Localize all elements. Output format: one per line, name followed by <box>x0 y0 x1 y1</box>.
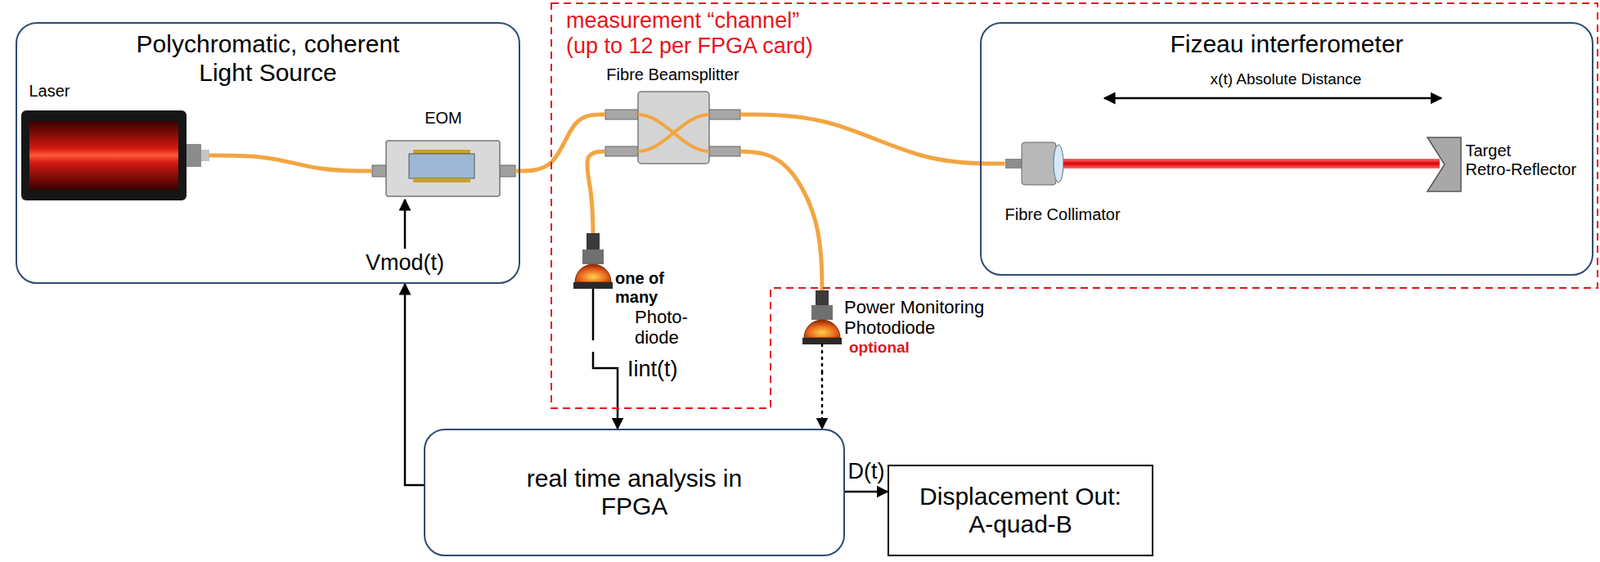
eom-electrode <box>413 149 471 154</box>
optical-fibre <box>740 114 1006 164</box>
signal-wire <box>593 351 618 429</box>
displacement-output-box: Displacement Out: A-quad-B <box>887 464 1154 557</box>
connectors <box>209 114 1006 492</box>
photodiode-connector <box>586 233 600 250</box>
collimator-illustration <box>1005 142 1064 185</box>
signal-wire <box>404 283 424 486</box>
photodiode-neck <box>582 249 604 265</box>
measurement-channel: measurement “channel” (up to 12 per FPGA… <box>551 3 1599 409</box>
node-label: Power Monitoring Photodiode <box>844 296 1000 339</box>
splitter-fibre <box>638 114 710 152</box>
eom-electrode <box>413 178 471 183</box>
node-text-group: Displacement Out: A-quad-B <box>897 482 1144 540</box>
fpga-box: real time analysis in FPGA <box>423 428 845 557</box>
laser-illustration <box>21 110 210 201</box>
node-label: Displacement Out: A-quad-B <box>910 482 1132 540</box>
node-text-group: Fizeau interferometer <box>989 30 1584 59</box>
dashed-region <box>551 3 1598 409</box>
node-label: real time analysis in FPGA <box>512 464 758 522</box>
modulation-wire <box>404 199 407 249</box>
photodiode-base <box>573 282 613 289</box>
eom-housing <box>386 140 500 197</box>
laser-beam <box>1063 158 1440 169</box>
light-source-box: Polychromatic, coherent Light SourceLase… <box>15 22 521 284</box>
fizeau-interferometer-box: Fizeau interferometerFibre Collimator Tar… <box>979 22 1594 276</box>
node-label: Fibre Beamsplitter <box>606 65 739 85</box>
laser: Laser <box>21 81 210 205</box>
node-text-group: measurement “channel” (up to 12 per FPGA… <box>566 8 1599 59</box>
target-retro-reflector: Target Retro-Reflector <box>1423 134 1587 201</box>
signal-label: Iint(t) <box>625 356 680 383</box>
node-text-group: EOM <box>372 108 516 128</box>
photodiode-dome <box>804 319 841 338</box>
node-label: EOM <box>424 108 463 128</box>
channel-outline <box>551 3 1599 409</box>
eom-crystal <box>408 153 475 179</box>
retro-reflector <box>1427 137 1461 192</box>
photodiode-lead <box>592 288 595 341</box>
photodiode: one of manyPhoto- diode <box>572 233 704 352</box>
fibre-beamsplitter: Fibre Beamsplitter <box>605 65 741 168</box>
laser-connector-tip <box>201 149 210 162</box>
collimator-ferrule <box>1005 158 1022 169</box>
node-label: one of many <box>615 269 704 307</box>
node-text-group: Fibre Beamsplitter <box>605 65 741 85</box>
splitter-port <box>605 146 639 157</box>
splitter-port <box>709 109 741 120</box>
node-label: Laser <box>29 81 71 101</box>
photodiode-neck <box>811 305 833 320</box>
collimator-body <box>1021 142 1057 185</box>
photodiode-lead <box>821 344 824 374</box>
node-sublabel: optional <box>849 338 910 357</box>
laser-connector <box>186 143 202 167</box>
photodiode-connector <box>815 290 829 306</box>
beamsplitter-illustration <box>605 91 741 164</box>
distance-arrow <box>1104 97 1442 100</box>
node-text-group: one of manyPhoto- diode <box>615 269 704 349</box>
eom-port <box>499 165 516 177</box>
signal-label: D(t) <box>846 458 887 485</box>
splitter-port <box>709 146 741 157</box>
node-label: Polychromatic, coherent Light Source <box>121 30 416 87</box>
node-text-group: Laser <box>29 81 210 101</box>
signal-wire <box>844 490 888 494</box>
node-label: Fibre Collimator <box>1005 205 1121 225</box>
node-text-group: real time analysis in FPGA <box>433 464 836 522</box>
eom-illustration <box>372 140 516 197</box>
eom-port <box>372 165 387 177</box>
node-label: Target Retro-Reflector <box>1465 141 1586 180</box>
optical-fibre <box>740 151 823 291</box>
eom: EOM <box>372 106 516 199</box>
laser-glow <box>29 121 179 190</box>
laser-housing <box>21 110 187 201</box>
node-text-group: Power Monitoring Photodiodeoptional <box>844 296 1031 356</box>
node-sublabel: Photo- diode <box>634 306 694 349</box>
photodiode-dome <box>575 264 612 283</box>
node-label: measurement “channel” (up to 12 per FPGA… <box>566 8 828 59</box>
splitter-fibre <box>638 114 710 152</box>
node-label: Fizeau interferometer <box>1169 30 1403 59</box>
node-text-group: Polychromatic, coherent Light Source <box>25 30 511 87</box>
splitter-housing <box>638 91 710 164</box>
dimension-label: x(t) Absolute Distance <box>1208 70 1364 89</box>
collimator-lens <box>1053 144 1064 183</box>
optical-fibre <box>515 114 607 171</box>
node-text-group: Target Retro-Reflector <box>1465 141 1587 180</box>
fibre-collimator: Fibre Collimator <box>1005 134 1157 230</box>
optional-signal-wire <box>821 372 824 429</box>
power-photodiode-illustration <box>802 290 842 374</box>
power-monitoring-photodiode: Power Monitoring Photodiodeoptional <box>801 290 1031 373</box>
node-text-group: Fibre Collimator <box>1005 205 1157 225</box>
signal-label: Vmod(t) <box>364 250 446 276</box>
optical-fibre <box>587 151 606 234</box>
photodiode-illustration <box>573 233 613 341</box>
optical-fibre <box>209 155 373 171</box>
splitter-port <box>605 109 639 120</box>
